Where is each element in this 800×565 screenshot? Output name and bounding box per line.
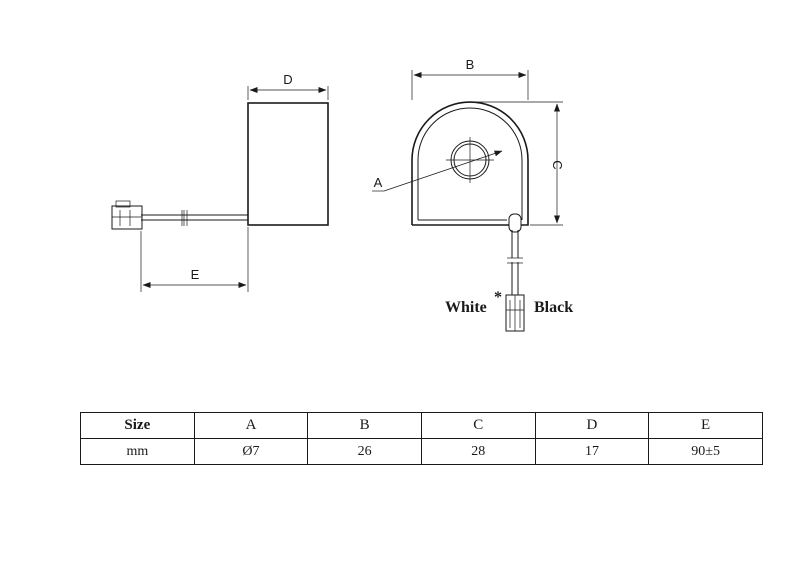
- size-table: Size A B C D E mm Ø7 26 28 17 90±5: [80, 412, 763, 465]
- front-view: A B C White * Black: [372, 57, 573, 332]
- value-b: 26: [307, 438, 422, 465]
- col-e-header: E: [648, 412, 763, 439]
- dim-a-label: A: [374, 175, 383, 190]
- size-header: Size: [80, 412, 195, 439]
- connector-side: [111, 200, 143, 230]
- cable-side: [141, 210, 248, 226]
- col-d-header: D: [534, 412, 650, 439]
- col-b-header: B: [307, 412, 422, 439]
- sensor-body-side: [247, 102, 329, 226]
- connector-front: [505, 294, 525, 332]
- value-a: Ø7: [193, 438, 309, 465]
- wire-white-label: White: [445, 299, 487, 316]
- unit-cell: mm: [80, 438, 195, 465]
- dim-d-label: D: [283, 72, 292, 87]
- size-table-header-row: Size A B C D E: [80, 412, 763, 439]
- side-view: D E: [111, 72, 329, 292]
- value-d: 17: [534, 438, 650, 465]
- value-e: 90±5: [648, 438, 763, 465]
- dim-b-label: B: [466, 57, 475, 72]
- cable-front: [507, 213, 523, 295]
- dim-e-label: E: [191, 267, 200, 282]
- wire-white-marker: *: [494, 289, 502, 306]
- dim-c-label: C: [550, 160, 565, 169]
- size-table-value-row: mm Ø7 26 28 17 90±5: [80, 438, 763, 465]
- col-c-header: C: [420, 412, 536, 439]
- col-a-header: A: [193, 412, 309, 439]
- dim-a-leader: [383, 150, 503, 192]
- value-c: 28: [420, 438, 536, 465]
- wire-black-label: Black: [534, 299, 573, 316]
